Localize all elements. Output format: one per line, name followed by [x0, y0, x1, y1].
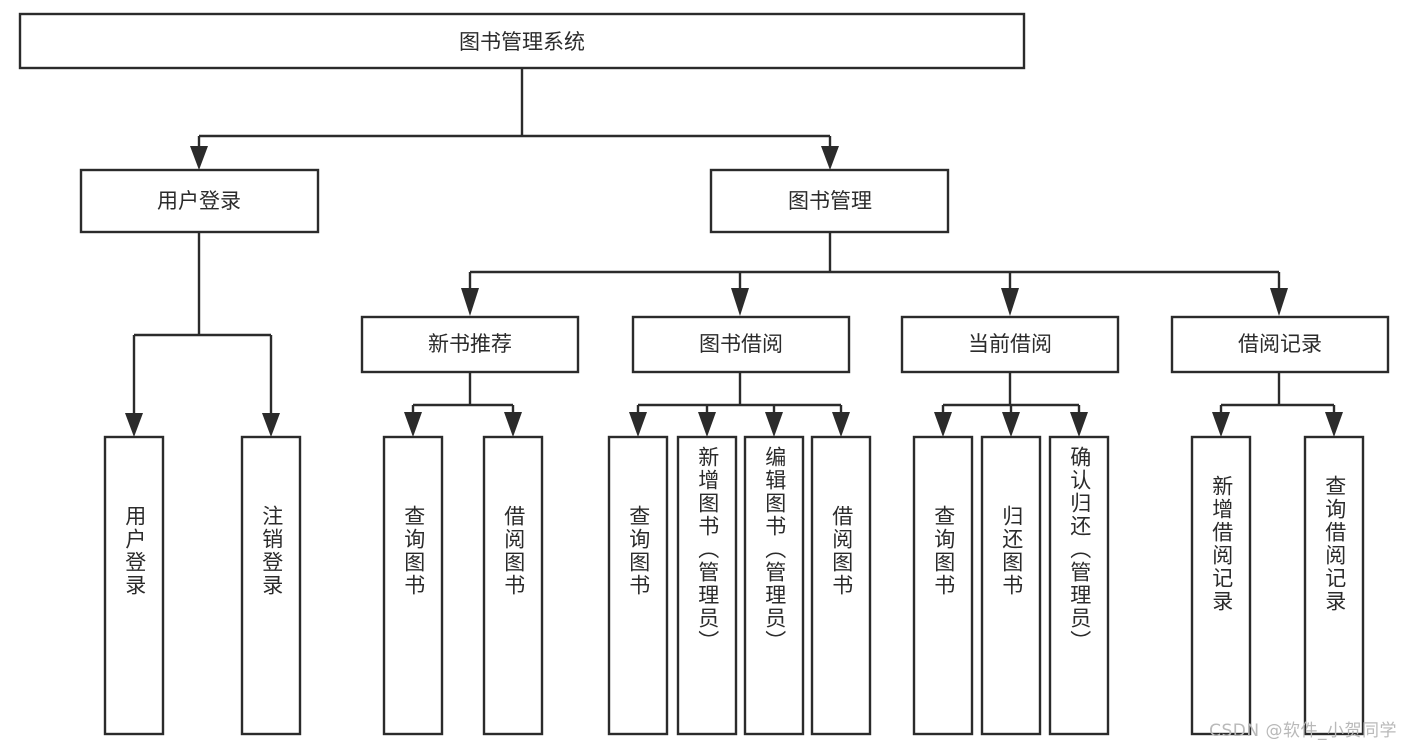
- arrow-head-icon: [731, 288, 749, 316]
- arrow-head-icon: [832, 412, 850, 437]
- node-leaf-confirm-return[interactable]: [1048, 435, 1110, 736]
- watermark: CSDN @软件_小贺同学: [1209, 721, 1397, 741]
- arrow-head-icon: [1325, 412, 1343, 437]
- node-book-borrow[interactable]: 图书借阅: [631, 315, 851, 374]
- connector-book-borrow-to-leaves: [629, 372, 850, 437]
- arrow-head-icon: [461, 288, 479, 316]
- arrow-head-icon: [765, 412, 783, 437]
- node-leaf-user-login[interactable]: [103, 435, 165, 736]
- arrow-head-icon: [934, 412, 952, 437]
- arrow-head-icon: [629, 412, 647, 437]
- node-label: 借阅记录: [1238, 332, 1322, 356]
- arrow-head-icon: [262, 413, 280, 437]
- arrow-head-icon: [125, 413, 143, 437]
- node-leaf-return-book[interactable]: [980, 435, 1042, 736]
- node-leaf-borrow-book-1[interactable]: [482, 435, 544, 736]
- arrow-head-icon: [698, 412, 716, 437]
- arrow-head-icon: [1070, 412, 1088, 437]
- node-leaf-add-record[interactable]: [1190, 435, 1252, 736]
- node-label: 图书管理系统: [459, 30, 585, 54]
- node-book-management-system[interactable]: 图书管理系统: [18, 12, 1026, 70]
- node-book-manage[interactable]: 图书管理: [709, 168, 950, 234]
- node-borrow-record[interactable]: 借阅记录: [1170, 315, 1390, 374]
- arrow-head-icon: [1270, 288, 1288, 316]
- node-label: 图书管理: [788, 189, 872, 213]
- node-label: 新书推荐: [428, 332, 512, 356]
- connector-root-to-level2: [190, 68, 839, 170]
- node-label: 用户登录: [157, 189, 241, 213]
- arrow-head-icon: [504, 412, 522, 437]
- node-user-login[interactable]: 用户登录: [79, 168, 320, 234]
- node-leaf-query-book-1[interactable]: [382, 435, 444, 736]
- node-leaf-logout-login[interactable]: [240, 435, 302, 736]
- node-leaf-edit-book[interactable]: [743, 435, 805, 736]
- node-leaf-add-book[interactable]: [676, 435, 738, 736]
- node-leaf-query-record[interactable]: [1303, 435, 1365, 736]
- arrow-head-icon: [404, 412, 422, 437]
- node-current-borrow[interactable]: 当前借阅: [900, 315, 1120, 374]
- arrow-head-icon: [1212, 412, 1230, 437]
- connector-borrow-record-to-leaves: [1212, 372, 1343, 437]
- arrow-head-icon: [1002, 412, 1020, 437]
- node-label: 当前借阅: [968, 332, 1052, 356]
- node-leaf-query-book-3[interactable]: [912, 435, 974, 736]
- arrow-head-icon: [190, 146, 208, 170]
- node-leaf-query-book-2[interactable]: [607, 435, 669, 736]
- arrow-head-icon: [821, 146, 839, 170]
- node-leaf-borrow-book-2[interactable]: [810, 435, 872, 736]
- connector-user-login-to-leaves: [125, 232, 280, 437]
- connector-current-borrow-to-leaves: [934, 372, 1088, 437]
- connector-book-manage-to-level3: [461, 232, 1288, 316]
- node-label: 图书借阅: [699, 332, 783, 356]
- node-new-book-recommend[interactable]: 新书推荐: [360, 315, 580, 374]
- arrow-head-icon: [1001, 288, 1019, 316]
- connector-new-book-recommend-to-leaves: [404, 372, 522, 437]
